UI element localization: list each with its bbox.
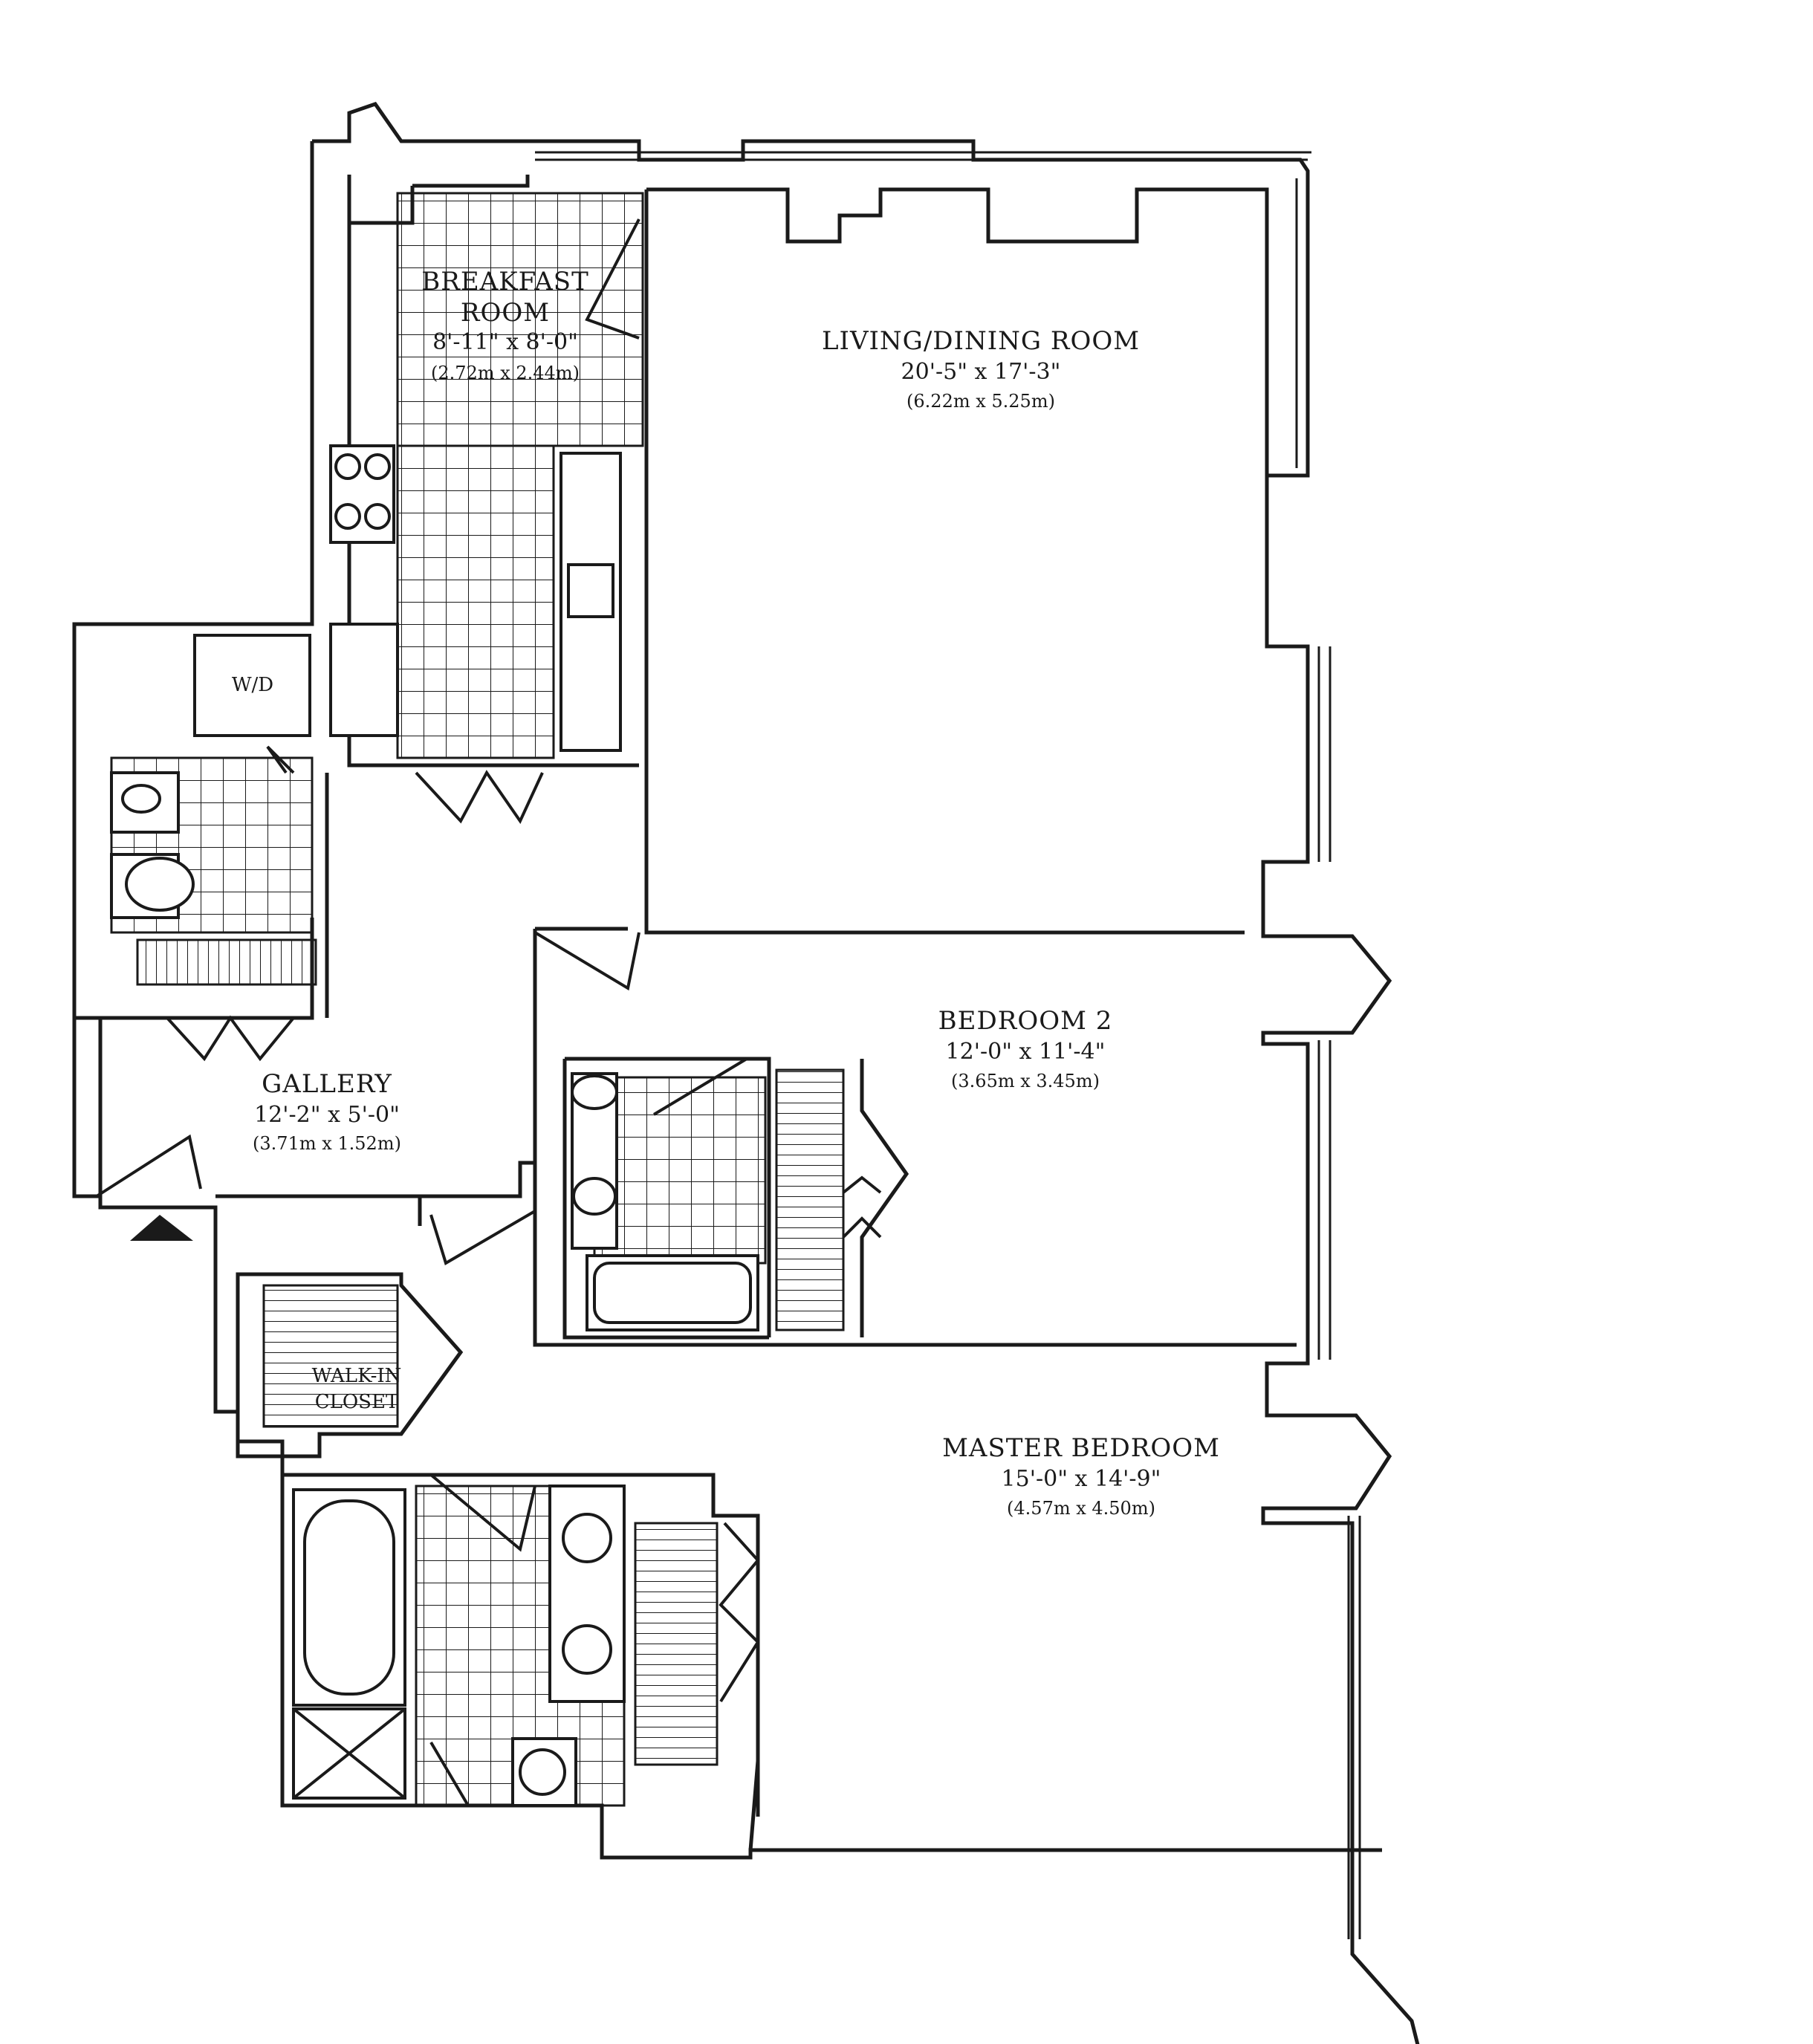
- walk-in-closet-label-1: WALK-IN: [312, 1365, 402, 1387]
- gallery-label: GALLERY: [262, 1069, 392, 1099]
- gallery-metric: (3.71m x 1.52m): [253, 1133, 401, 1154]
- breakfast-room-label-1: BREAKFAST: [421, 267, 589, 296]
- breakfast-room-label-2: ROOM: [461, 298, 550, 328]
- walls: [72, 102, 1420, 2044]
- gallery-dimensions: 12'-2" x 5'-0": [254, 1102, 400, 1128]
- master-bedroom-dimensions: 15'-0" x 14'-9": [1002, 1466, 1161, 1492]
- bedroom-2-metric: (3.65m x 3.45m): [951, 1071, 1100, 1091]
- bedroom-2-label: BEDROOM 2: [938, 1006, 1113, 1036]
- door-swings: [95, 218, 882, 1807]
- walk-in-closet-label-2: CLOSET: [315, 1391, 399, 1413]
- living-room-dimensions: 20'-5" x 17'-3": [901, 359, 1061, 385]
- living-room-label: LIVING/DINING ROOM: [822, 326, 1140, 356]
- master-bedroom-metric: (4.57m x 4.50m): [1007, 1498, 1155, 1519]
- entry-arrow-icon: [130, 1215, 193, 1241]
- bedroom-2-dimensions: 12'-0" x 11'-4": [946, 1039, 1106, 1065]
- washer-dryer: [193, 634, 311, 737]
- fixtures: [110, 444, 759, 1807]
- closet-shelves: [136, 938, 845, 1766]
- master-bedroom-label: MASTER BEDROOM: [942, 1433, 1220, 1463]
- windows: [535, 151, 1361, 1939]
- breakfast-room-dimensions: 8'-11" x 8'-0": [432, 329, 578, 355]
- breakfast-room-metric: (2.72m x 2.44m): [431, 363, 580, 383]
- living-room-metric: (6.22m x 5.25m): [906, 391, 1055, 412]
- washer-dryer-label: W/D: [232, 674, 273, 696]
